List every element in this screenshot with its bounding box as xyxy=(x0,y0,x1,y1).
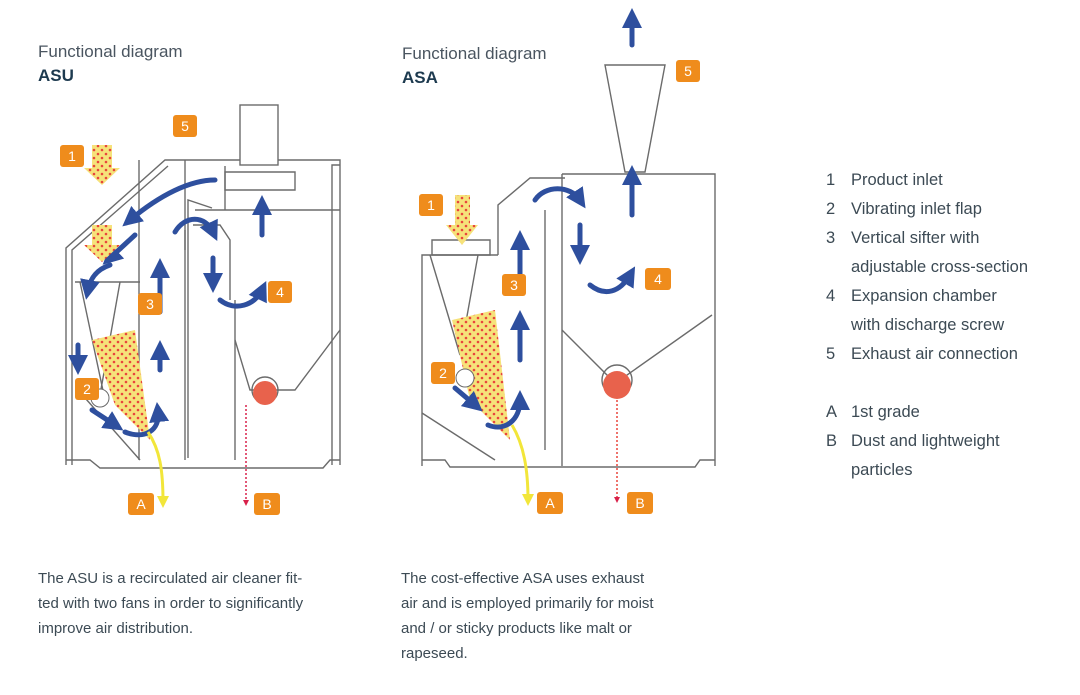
svg-text:3: 3 xyxy=(510,277,518,293)
asu-diagram: 1 5 3 4 2 A B xyxy=(60,104,341,515)
asu-badge-5: 5 xyxy=(173,115,197,137)
asu-badge-4: 4 xyxy=(268,281,292,303)
asu-housing xyxy=(65,104,341,469)
asa-badge-1: 1 xyxy=(419,194,443,216)
asa-housing xyxy=(421,64,716,468)
svg-text:B: B xyxy=(262,496,271,512)
svg-text:A: A xyxy=(136,496,146,512)
asa-badge-a: A xyxy=(537,492,563,514)
asu-badge-2: 2 xyxy=(75,378,99,400)
asa-badge-3: 3 xyxy=(502,274,526,296)
svg-text:1: 1 xyxy=(68,148,76,164)
asa-model-name: ASA xyxy=(402,68,438,87)
asu-inlet-arrow xyxy=(84,145,120,185)
asa-product-bed xyxy=(452,310,510,440)
asa-badge-b: B xyxy=(627,492,653,514)
svg-text:5: 5 xyxy=(684,63,692,79)
asu-badge-1: 1 xyxy=(60,145,84,167)
asu-dust-collector xyxy=(253,381,277,405)
asa-output-a-line xyxy=(510,424,534,506)
asu-badge-b: B xyxy=(254,493,280,515)
asa-diagram: 5 1 3 4 2 A B xyxy=(419,8,716,514)
legend-item-continuation: with discharge screw xyxy=(851,316,1005,334)
asa-air-flow-arrows xyxy=(452,8,642,430)
asa-badge-2: 2 xyxy=(431,362,455,384)
svg-text:2: 2 xyxy=(439,365,447,381)
asu-heading: Functional diagram ASU xyxy=(38,40,183,88)
legend-item-continuation: adjustable cross-section xyxy=(851,258,1029,276)
svg-text:4: 4 xyxy=(654,271,662,287)
asa-inlet-arrow xyxy=(446,195,478,245)
svg-text:B: B xyxy=(635,495,644,511)
asa-badge-5: 5 xyxy=(676,60,700,82)
asu-heading-title: Functional diagram xyxy=(38,42,183,61)
asu-model-name: ASU xyxy=(38,66,74,85)
legend-output-continuation: particles xyxy=(851,461,913,479)
asu-product-bed xyxy=(92,330,150,440)
asa-heading: Functional diagram ASA xyxy=(402,42,547,90)
svg-text:1: 1 xyxy=(427,197,435,213)
asu-badge-3: 3 xyxy=(138,293,162,315)
svg-text:A: A xyxy=(545,495,555,511)
asa-description: The cost-effective ASA uses exhaust air … xyxy=(401,570,654,662)
asa-heading-title: Functional diagram xyxy=(402,44,547,63)
asu-output-a-line xyxy=(146,431,169,508)
asa-dust-collector xyxy=(603,371,631,399)
asu-description: The ASU is a recirculated air cleaner fi… xyxy=(38,570,304,637)
svg-text:5: 5 xyxy=(181,118,189,134)
svg-text:2: 2 xyxy=(83,381,91,397)
svg-text:4: 4 xyxy=(276,284,284,300)
asu-badge-a: A xyxy=(128,493,154,515)
svg-text:3: 3 xyxy=(146,296,154,312)
asa-badge-4: 4 xyxy=(645,268,671,290)
asu-air-flow-arrows xyxy=(68,177,272,438)
